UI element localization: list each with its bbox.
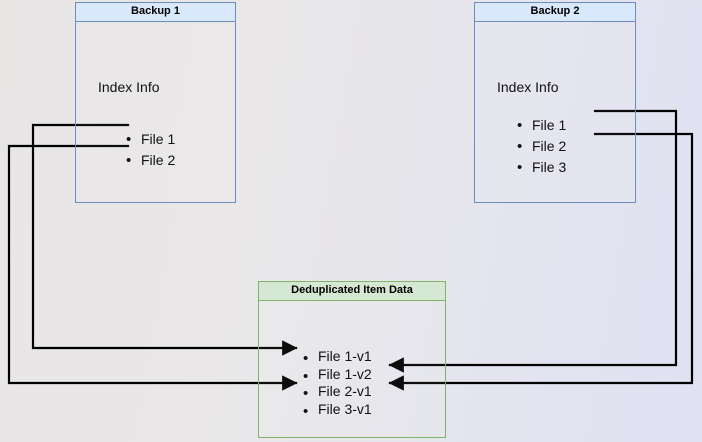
backup-1-header: Backup 1	[76, 3, 235, 22]
list-item[interactable]: File 2	[126, 150, 175, 171]
dedup-body: File 1-v1 File 1-v2 File 2-v1 File 3-v1	[259, 301, 445, 437]
list-item[interactable]: File 2	[517, 136, 566, 157]
backup-2-file-list: File 1 File 2 File 3	[517, 115, 566, 178]
list-item[interactable]: File 3	[517, 157, 566, 178]
backup-2-box[interactable]: Backup 2 Index Info File 1 File 2 File 3	[474, 2, 636, 203]
backup-2-body: Index Info File 1 File 2 File 3	[475, 22, 635, 202]
list-item[interactable]: File 1-v2	[303, 366, 372, 386]
list-item[interactable]: File 1-v1	[303, 348, 372, 368]
dedup-item-list: File 1-v1 File 1-v2 File 2-v1 File 3-v1	[303, 348, 372, 421]
list-item[interactable]: File 1	[517, 115, 566, 136]
list-item[interactable]: File 2-v1	[303, 383, 372, 403]
backup-2-index-label: Index Info	[497, 79, 559, 95]
backup-2-header: Backup 2	[475, 3, 635, 22]
backup-1-body: Index Info File 1 File 2	[76, 22, 235, 202]
list-item[interactable]: File 3-v1	[303, 401, 372, 421]
dedup-header: Deduplicated Item Data	[259, 282, 445, 301]
deduplicated-item-data-box[interactable]: Deduplicated Item Data File 1-v1 File 1-…	[258, 281, 446, 438]
list-item[interactable]: File 1	[126, 129, 175, 150]
backup-1-index-label: Index Info	[98, 79, 160, 95]
backup-1-box[interactable]: Backup 1 Index Info File 1 File 2	[75, 2, 236, 203]
backup-1-file-list: File 1 File 2	[126, 129, 175, 171]
